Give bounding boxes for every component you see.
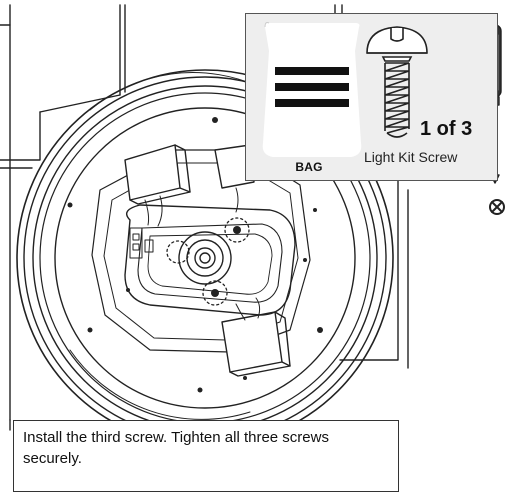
screw-hole-markers xyxy=(166,217,250,306)
instruction-text: Install the third screw. Tighten all thr… xyxy=(23,429,329,467)
prohibited-icon xyxy=(489,199,505,215)
rim-fasteners xyxy=(67,117,323,393)
mounting-bracket xyxy=(124,204,296,316)
terminal-details xyxy=(129,227,154,259)
wire-box-upper xyxy=(124,144,191,205)
hardware-name: Light Kit Screw xyxy=(364,149,458,165)
instruction-box: Install the third screw. Tighten all thr… xyxy=(13,420,399,492)
hardware-panel xyxy=(245,13,498,181)
ceiling-frame xyxy=(0,4,409,431)
connector-block-upper xyxy=(214,144,255,189)
screw-heads xyxy=(211,226,241,297)
hardware-count: 1 of 3 xyxy=(420,118,473,140)
bag-label: BAG xyxy=(295,160,323,174)
hardware-bag-icon xyxy=(262,21,361,157)
wires xyxy=(144,187,261,321)
wire-box-lower xyxy=(221,311,291,377)
hardware-art xyxy=(262,21,428,157)
screw-icon xyxy=(365,25,428,138)
